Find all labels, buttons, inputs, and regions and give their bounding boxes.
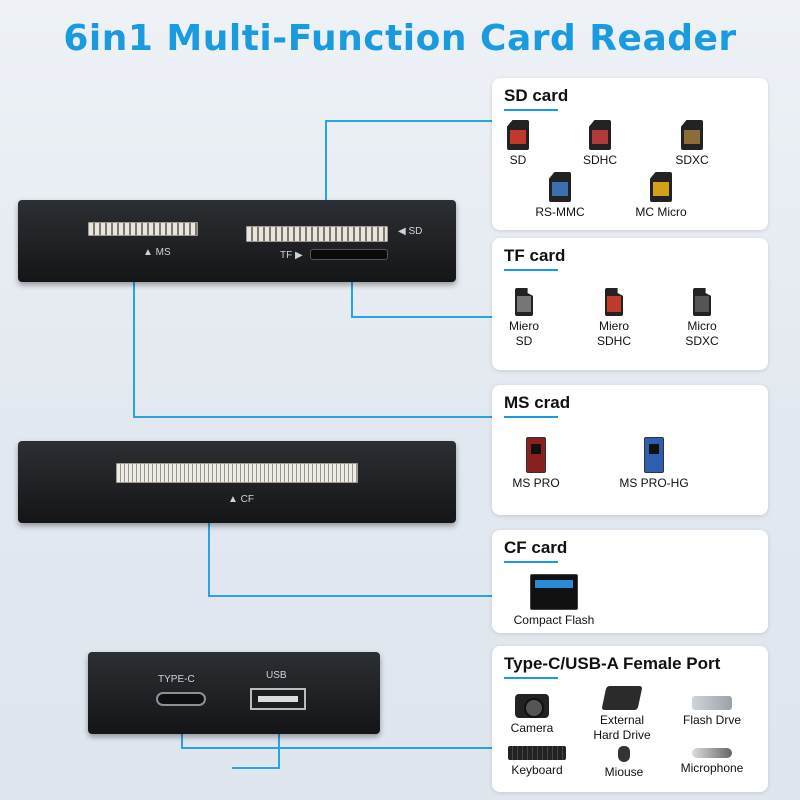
title-underline <box>504 109 558 111</box>
title-underline <box>504 561 558 563</box>
device-keyboard: Keyboard <box>502 746 572 778</box>
mouse-icon <box>618 746 630 762</box>
card-rs-mmc: RS-MMC <box>530 172 590 220</box>
card-mc-micro: MC Micro <box>628 172 694 220</box>
micro-sdhc-card-icon <box>605 288 623 316</box>
tf-card-panel: TF card Miero SD Miero SDHC Micro SDXC <box>492 238 768 370</box>
sd-card-panel: SD card SD SDHC SDXC RS-MMC MC Micro <box>492 78 768 230</box>
device-microphone: Microphone <box>674 748 750 776</box>
usb-port-label: USB <box>266 670 287 681</box>
port-panel: Type-C/USB-A Female Port Camera External… <box>492 646 768 792</box>
cf-card-title: CF card <box>504 538 568 557</box>
ms-slot[interactable] <box>88 222 198 236</box>
tf-slot[interactable] <box>310 249 388 260</box>
hard-drive-icon <box>601 686 643 710</box>
device-camera: Camera <box>502 694 562 736</box>
mc-micro-card-icon <box>650 172 672 202</box>
sd-card-title: SD card <box>504 86 569 105</box>
cf-card-panel: CF card Compact Flash <box>492 530 768 633</box>
typec-port-label: TYPE-C <box>158 674 195 685</box>
reader-top-side: ▲ MS ◀ SD TF ▶ <box>18 200 456 282</box>
page-title: 6in1 Multi-Function Card Reader <box>63 18 737 59</box>
tf-slot-label: TF ▶ <box>280 250 303 261</box>
reader-port-side: TYPE-C USB <box>88 652 380 734</box>
micro-sd-card-icon <box>515 288 533 316</box>
sd-slot[interactable] <box>246 226 388 242</box>
cf-slot-label: ▲ CF <box>228 494 255 505</box>
card-sdxc: SDXC <box>670 120 714 168</box>
reader-cf-side: ▲ CF <box>18 441 456 523</box>
card-micro-sdhc: Miero SDHC <box>592 288 636 349</box>
ms-pro-card-icon <box>526 437 546 473</box>
device-flash-drive: Flash Drve <box>676 696 748 728</box>
compact-flash-card-icon <box>530 574 578 610</box>
card-sd: SD <box>504 120 532 168</box>
sd-slot-label: ◀ SD <box>398 226 423 237</box>
card-micro-sd: Miero SD <box>504 288 544 349</box>
card-micro-sdxc: Micro SDXC <box>680 288 724 349</box>
camera-icon <box>515 694 549 718</box>
card-ms-pro-hg: MS PRO-HG <box>612 437 696 491</box>
microphone-icon <box>692 748 732 758</box>
ms-pro-hg-card-icon <box>644 437 664 473</box>
usb-a-port[interactable] <box>250 688 306 710</box>
tf-card-title: TF card <box>504 246 566 265</box>
title-underline <box>504 416 558 418</box>
device-mouse: Miouse <box>596 746 652 780</box>
device-external-hard-drive: External Hard Drive <box>586 686 658 743</box>
ms-slot-label: ▲ MS <box>143 247 171 258</box>
title-underline <box>504 677 558 679</box>
flash-drive-icon <box>692 696 732 710</box>
card-sdhc: SDHC <box>578 120 622 168</box>
keyboard-icon <box>508 746 566 760</box>
sdxc-card-icon <box>681 120 703 150</box>
card-ms-pro: MS PRO <box>506 437 566 491</box>
cf-slot[interactable] <box>116 463 358 483</box>
sd-card-icon <box>507 120 529 150</box>
card-compact-flash: Compact Flash <box>506 574 602 628</box>
ms-card-title: MS crad <box>504 393 571 412</box>
rs-mmc-card-icon <box>549 172 571 202</box>
ms-card-panel: MS crad MS PRO MS PRO-HG <box>492 385 768 515</box>
title-underline <box>504 269 558 271</box>
micro-sdxc-card-icon <box>693 288 711 316</box>
port-panel-title: Type-C/USB-A Female Port <box>504 654 721 673</box>
typec-port[interactable] <box>156 692 206 706</box>
sdhc-card-icon <box>589 120 611 150</box>
